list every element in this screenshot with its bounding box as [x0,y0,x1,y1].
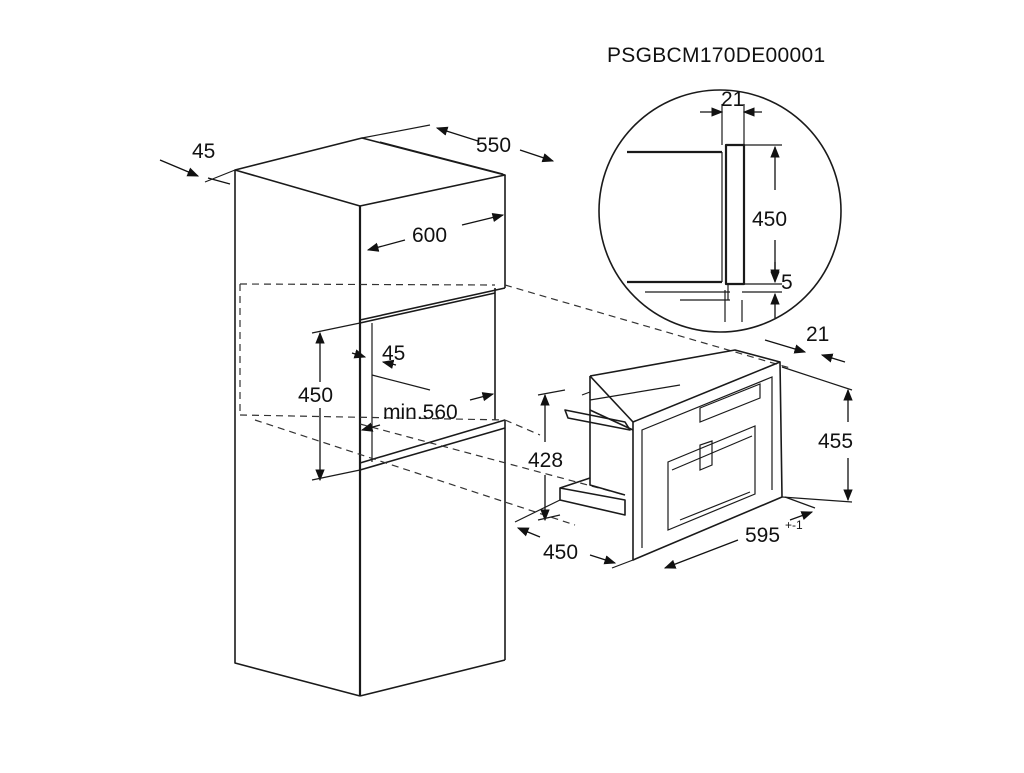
dim-label-45-top: 45 [192,140,215,163]
drawing-code: PSGBCM170DE00001 [607,44,825,67]
detail-label-21: 21 [721,88,744,111]
coffee-machine [559,349,783,561]
tall-cabinet [234,137,506,697]
dim-label-455: 455 [818,430,853,453]
projection-lines [239,283,791,526]
dim-label-450-niche: 450 [298,384,333,407]
dim-label-550: 550 [476,134,511,157]
dim-label-595: 595 [745,524,780,547]
dimension-lines [159,124,853,569]
detail-circle [598,89,842,333]
detail-label-5: 5 [781,271,793,294]
dim-label-600: 600 [412,224,447,247]
dim-label-450-depth: 450 [543,541,578,564]
dim-label-45-niche: 45 [382,342,405,365]
dim-label-595-tolerance: +-1 [785,518,803,532]
detail-label-450: 450 [752,208,787,231]
dim-label-428: 428 [528,449,563,472]
dim-label-min560: min.560 [383,401,458,424]
dim-label-21-side: 21 [806,323,829,346]
